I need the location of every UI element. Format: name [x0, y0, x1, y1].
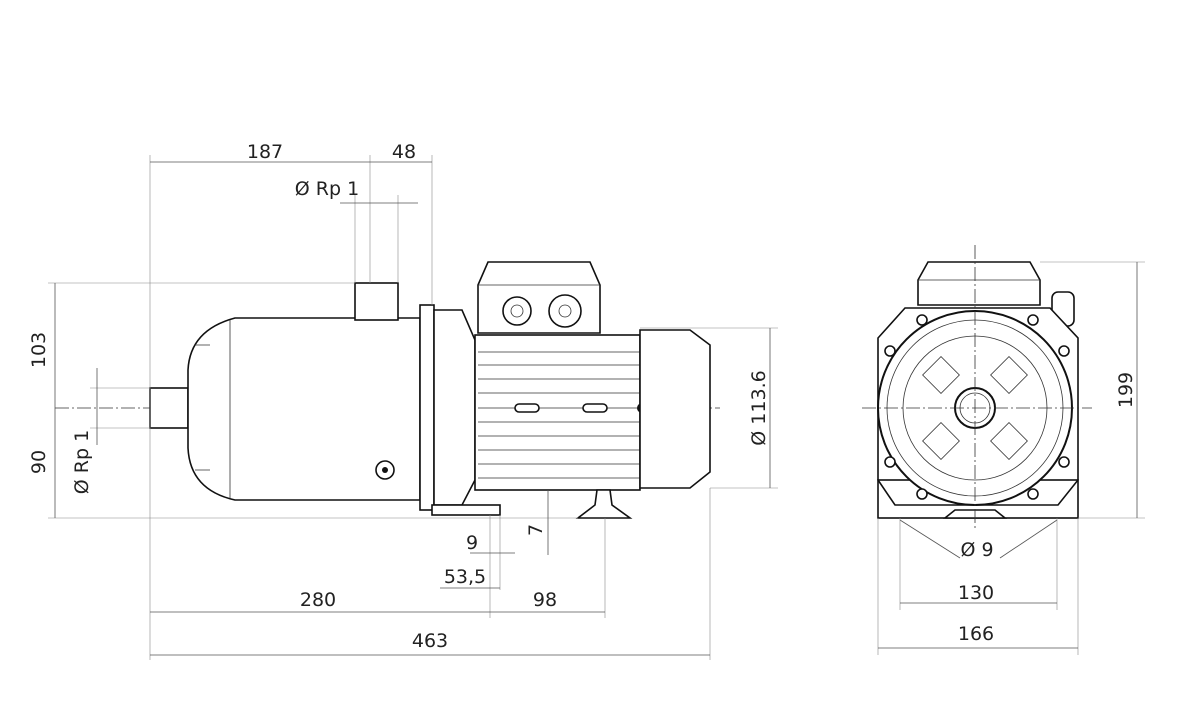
dim-inlet-label: Ø Rp 1 [71, 430, 93, 494]
dim-90-label: 90 [28, 450, 50, 474]
pump-base [431, 504, 501, 516]
motor-fins [478, 351, 640, 479]
cable-gland [548, 294, 582, 328]
terminal-box-front [917, 261, 1041, 306]
dim-motor-diameter-label: Ø 113.6 [748, 370, 770, 445]
dim-166-label: 166 [958, 623, 994, 645]
side-view-dimensions: 187 48 Ø Rp 1 103 90 Ø Rp 1 Ø 113.6 9 7 … [28, 141, 778, 660]
front-view-pump [862, 245, 1092, 530]
terminal-box [477, 261, 601, 334]
inlet-pipe [149, 387, 189, 429]
motor-housing [474, 334, 641, 491]
fan-cover [639, 329, 711, 489]
pump-flange [419, 304, 435, 511]
dim-199-label: 199 [1115, 372, 1137, 408]
outlet-pipe [354, 282, 399, 321]
dim-48-label: 48 [392, 141, 416, 163]
dim-103-label: 103 [28, 332, 50, 368]
side-view-pump [55, 261, 720, 519]
dim-hole-label: Ø 9 [960, 539, 993, 561]
dim-7-label: 7 [525, 524, 547, 536]
dim-187-label: 187 [247, 141, 283, 163]
dim-130-label: 130 [958, 582, 994, 604]
dim-98-label: 98 [533, 589, 557, 611]
bolt-holes [884, 314, 1070, 500]
dim-outlet-label: Ø Rp 1 [295, 178, 359, 200]
dim-53-5-label: 53,5 [444, 566, 486, 588]
motor-foot [575, 489, 633, 519]
dim-280-label: 280 [300, 589, 336, 611]
front-view-dimensions: 199 Ø 9 130 166 [877, 261, 1145, 655]
cable-gland [502, 296, 532, 326]
dim-9-label: 9 [466, 532, 478, 554]
dim-463-label: 463 [412, 630, 448, 652]
